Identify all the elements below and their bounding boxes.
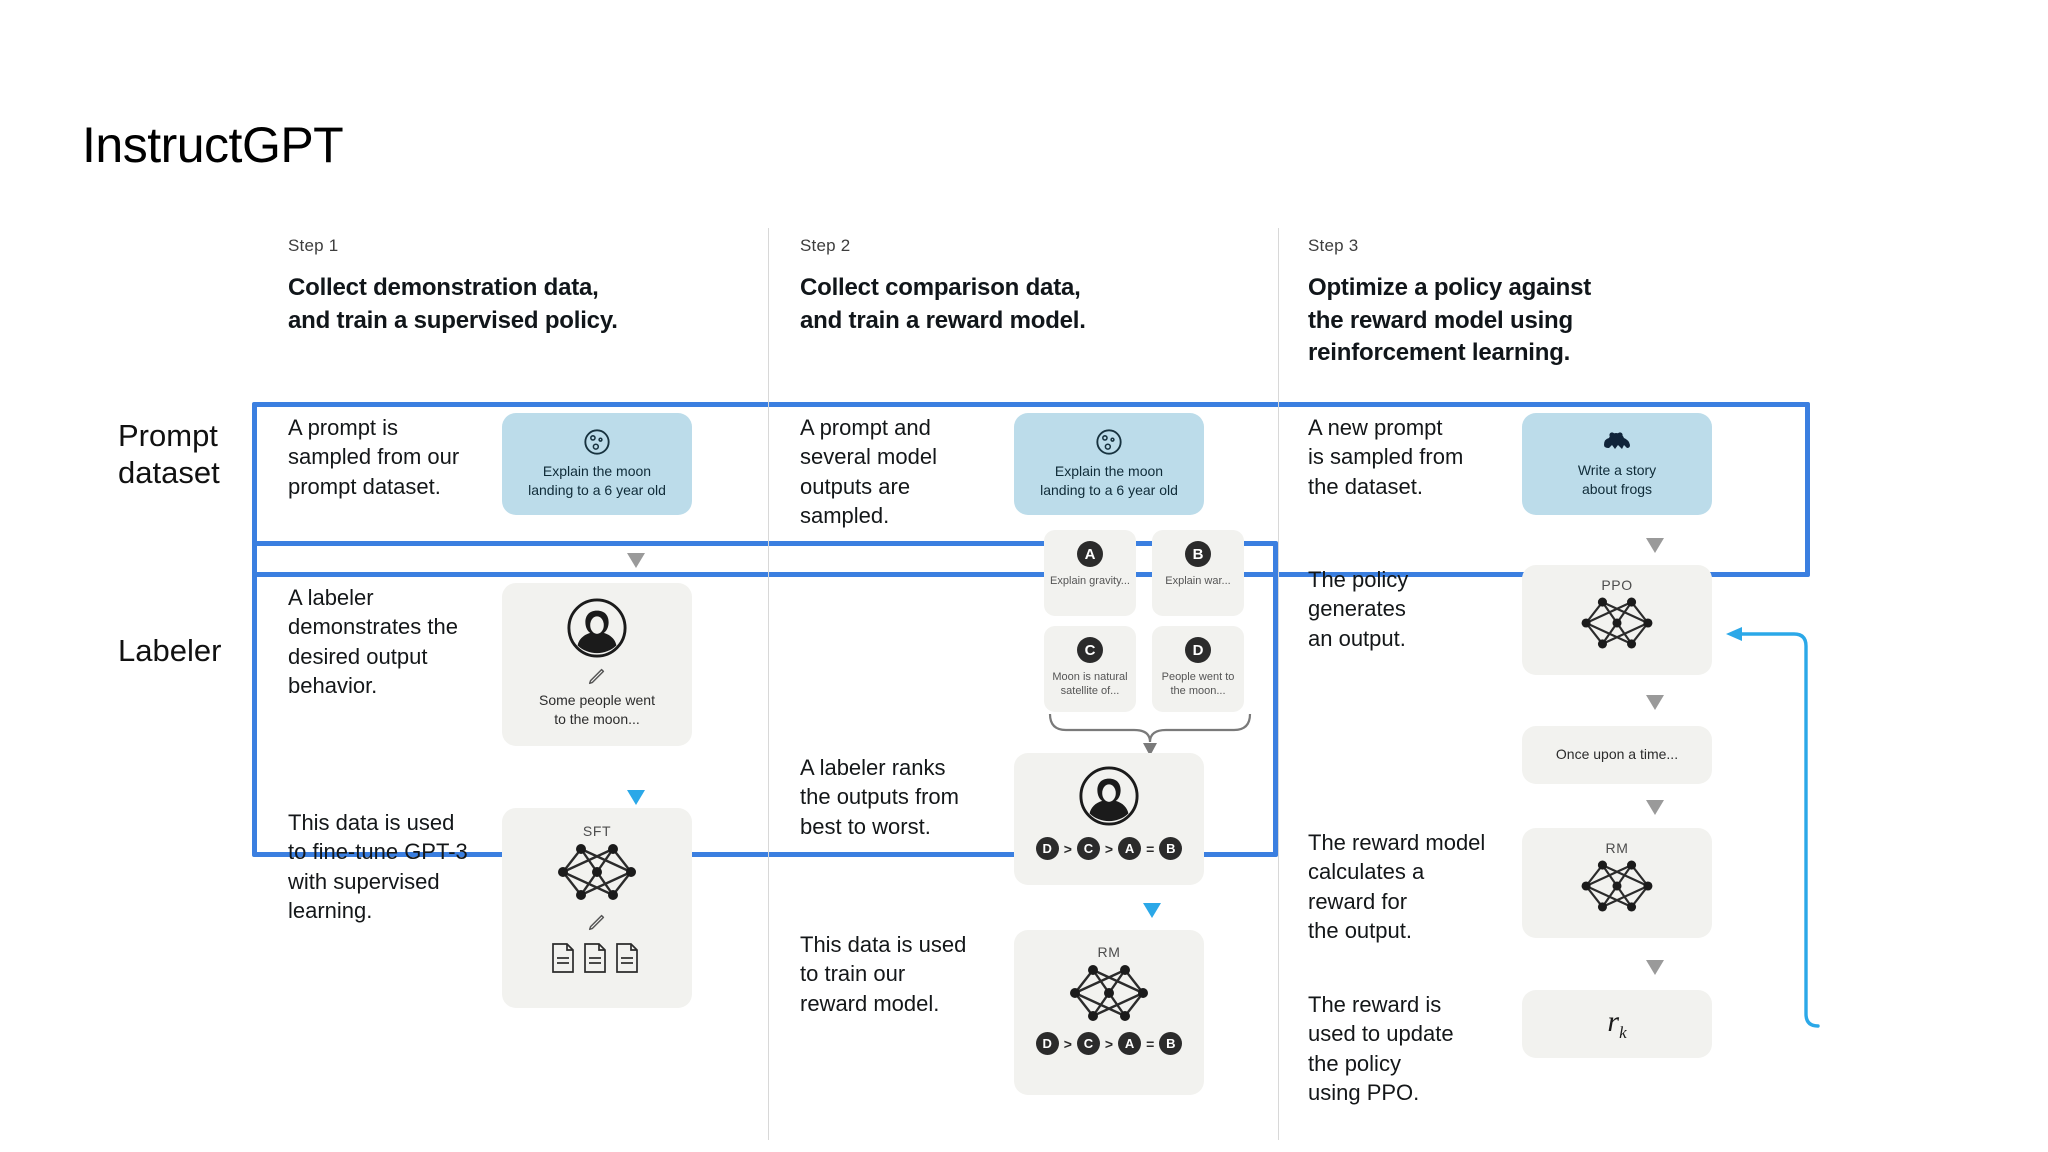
model-label: SFT: [582, 823, 612, 839]
documents-icon: [552, 943, 638, 973]
rank-badge: C: [1076, 1032, 1100, 1055]
neural-network-icon: [558, 844, 636, 900]
rank-badge: D: [1035, 1032, 1059, 1055]
model-output-card-b: B Explain war...: [1152, 530, 1244, 616]
reward-formula: rk: [1607, 1005, 1627, 1042]
neural-network-icon: [1581, 597, 1653, 649]
pencil-icon: [588, 668, 605, 685]
rank-operator: >: [1063, 1035, 1072, 1052]
flow-arrow-down-icon: [627, 790, 645, 805]
step-eyebrow: Step 1: [288, 236, 339, 255]
rank-operator: >: [1104, 1035, 1114, 1052]
neural-network-icon: [1581, 860, 1653, 912]
feedback-loop-arrow-icon: [1726, 627, 1820, 1028]
rank-operator: >: [1063, 840, 1072, 857]
card-labeler-ranking: D > C > A = B: [1014, 753, 1204, 885]
rank-operator: >: [1104, 840, 1114, 857]
person-avatar-icon: [1079, 766, 1139, 826]
output-badge: C: [1077, 637, 1103, 663]
model-label: PPO: [1601, 577, 1633, 593]
page-title: InstructGPT: [82, 117, 344, 173]
column-divider: [768, 228, 769, 1140]
rank-badge: A: [1118, 1032, 1142, 1055]
rank-badge: C: [1076, 837, 1100, 860]
flow-arrow-down-icon: [1646, 960, 1664, 975]
annotation-label-labeler: Labeler: [118, 633, 222, 668]
moon-icon: [584, 429, 610, 455]
flow-arrow-down-icon: [627, 553, 645, 568]
output-text: Explain war...: [1165, 575, 1231, 587]
person-avatar-icon: [567, 598, 627, 658]
model-output-card-a: A Explain gravity...: [1044, 530, 1136, 616]
merge-arrow-icon: [1048, 713, 1252, 756]
rank-operator: =: [1146, 1035, 1155, 1052]
step-eyebrow: Step 2: [800, 236, 851, 255]
rank-badge: B: [1159, 1032, 1183, 1055]
ranking-sequence: D > C > A = B: [1035, 837, 1183, 860]
card-sft-model: SFT: [502, 808, 692, 1008]
output-badge: B: [1185, 541, 1211, 567]
card-reward-value: rk: [1522, 990, 1712, 1058]
model-label: RM: [1605, 840, 1629, 856]
step-title: Collect demonstration data,and train a s…: [288, 274, 618, 334]
card-generated-output: Once upon a time...: [1522, 726, 1712, 784]
rank-badge: B: [1159, 837, 1183, 860]
pencil-icon: [588, 914, 605, 931]
step-column-2: Step 2 Collect comparison data,and train…: [800, 236, 1270, 337]
flow-arrow-down-icon: [1143, 903, 1161, 918]
output-badge: D: [1185, 637, 1211, 663]
ranking-sequence: D > C > A = B: [1035, 1032, 1183, 1055]
frog-icon: [1604, 432, 1630, 449]
flow-arrow-down-icon: [1646, 800, 1664, 815]
card-caption: Once upon a time...: [1555, 746, 1679, 763]
model-label: RM: [1097, 944, 1121, 960]
moon-icon: [1096, 429, 1122, 455]
step-eyebrow: Step 3: [1308, 236, 1359, 255]
column-divider: [1278, 228, 1279, 1140]
output-badge: A: [1077, 541, 1103, 567]
neural-network-icon: [1070, 965, 1148, 1021]
rank-operator: =: [1146, 840, 1155, 857]
card-reward-model: RM: [1522, 828, 1712, 938]
flow-arrow-down-icon: [1646, 538, 1664, 553]
card-reward-model: RM D > C > A: [1014, 930, 1204, 1095]
flow-arrow-down-icon: [1646, 695, 1664, 710]
output-text: Explain gravity...: [1050, 575, 1130, 587]
step-title: Collect comparison data,and train a rewa…: [800, 274, 1086, 334]
rank-badge: D: [1035, 837, 1059, 860]
card-ppo-model: PPO: [1522, 565, 1712, 675]
step-column-1: Step 1 Collect demonstration data,and tr…: [288, 236, 758, 337]
rank-badge: A: [1118, 837, 1142, 860]
